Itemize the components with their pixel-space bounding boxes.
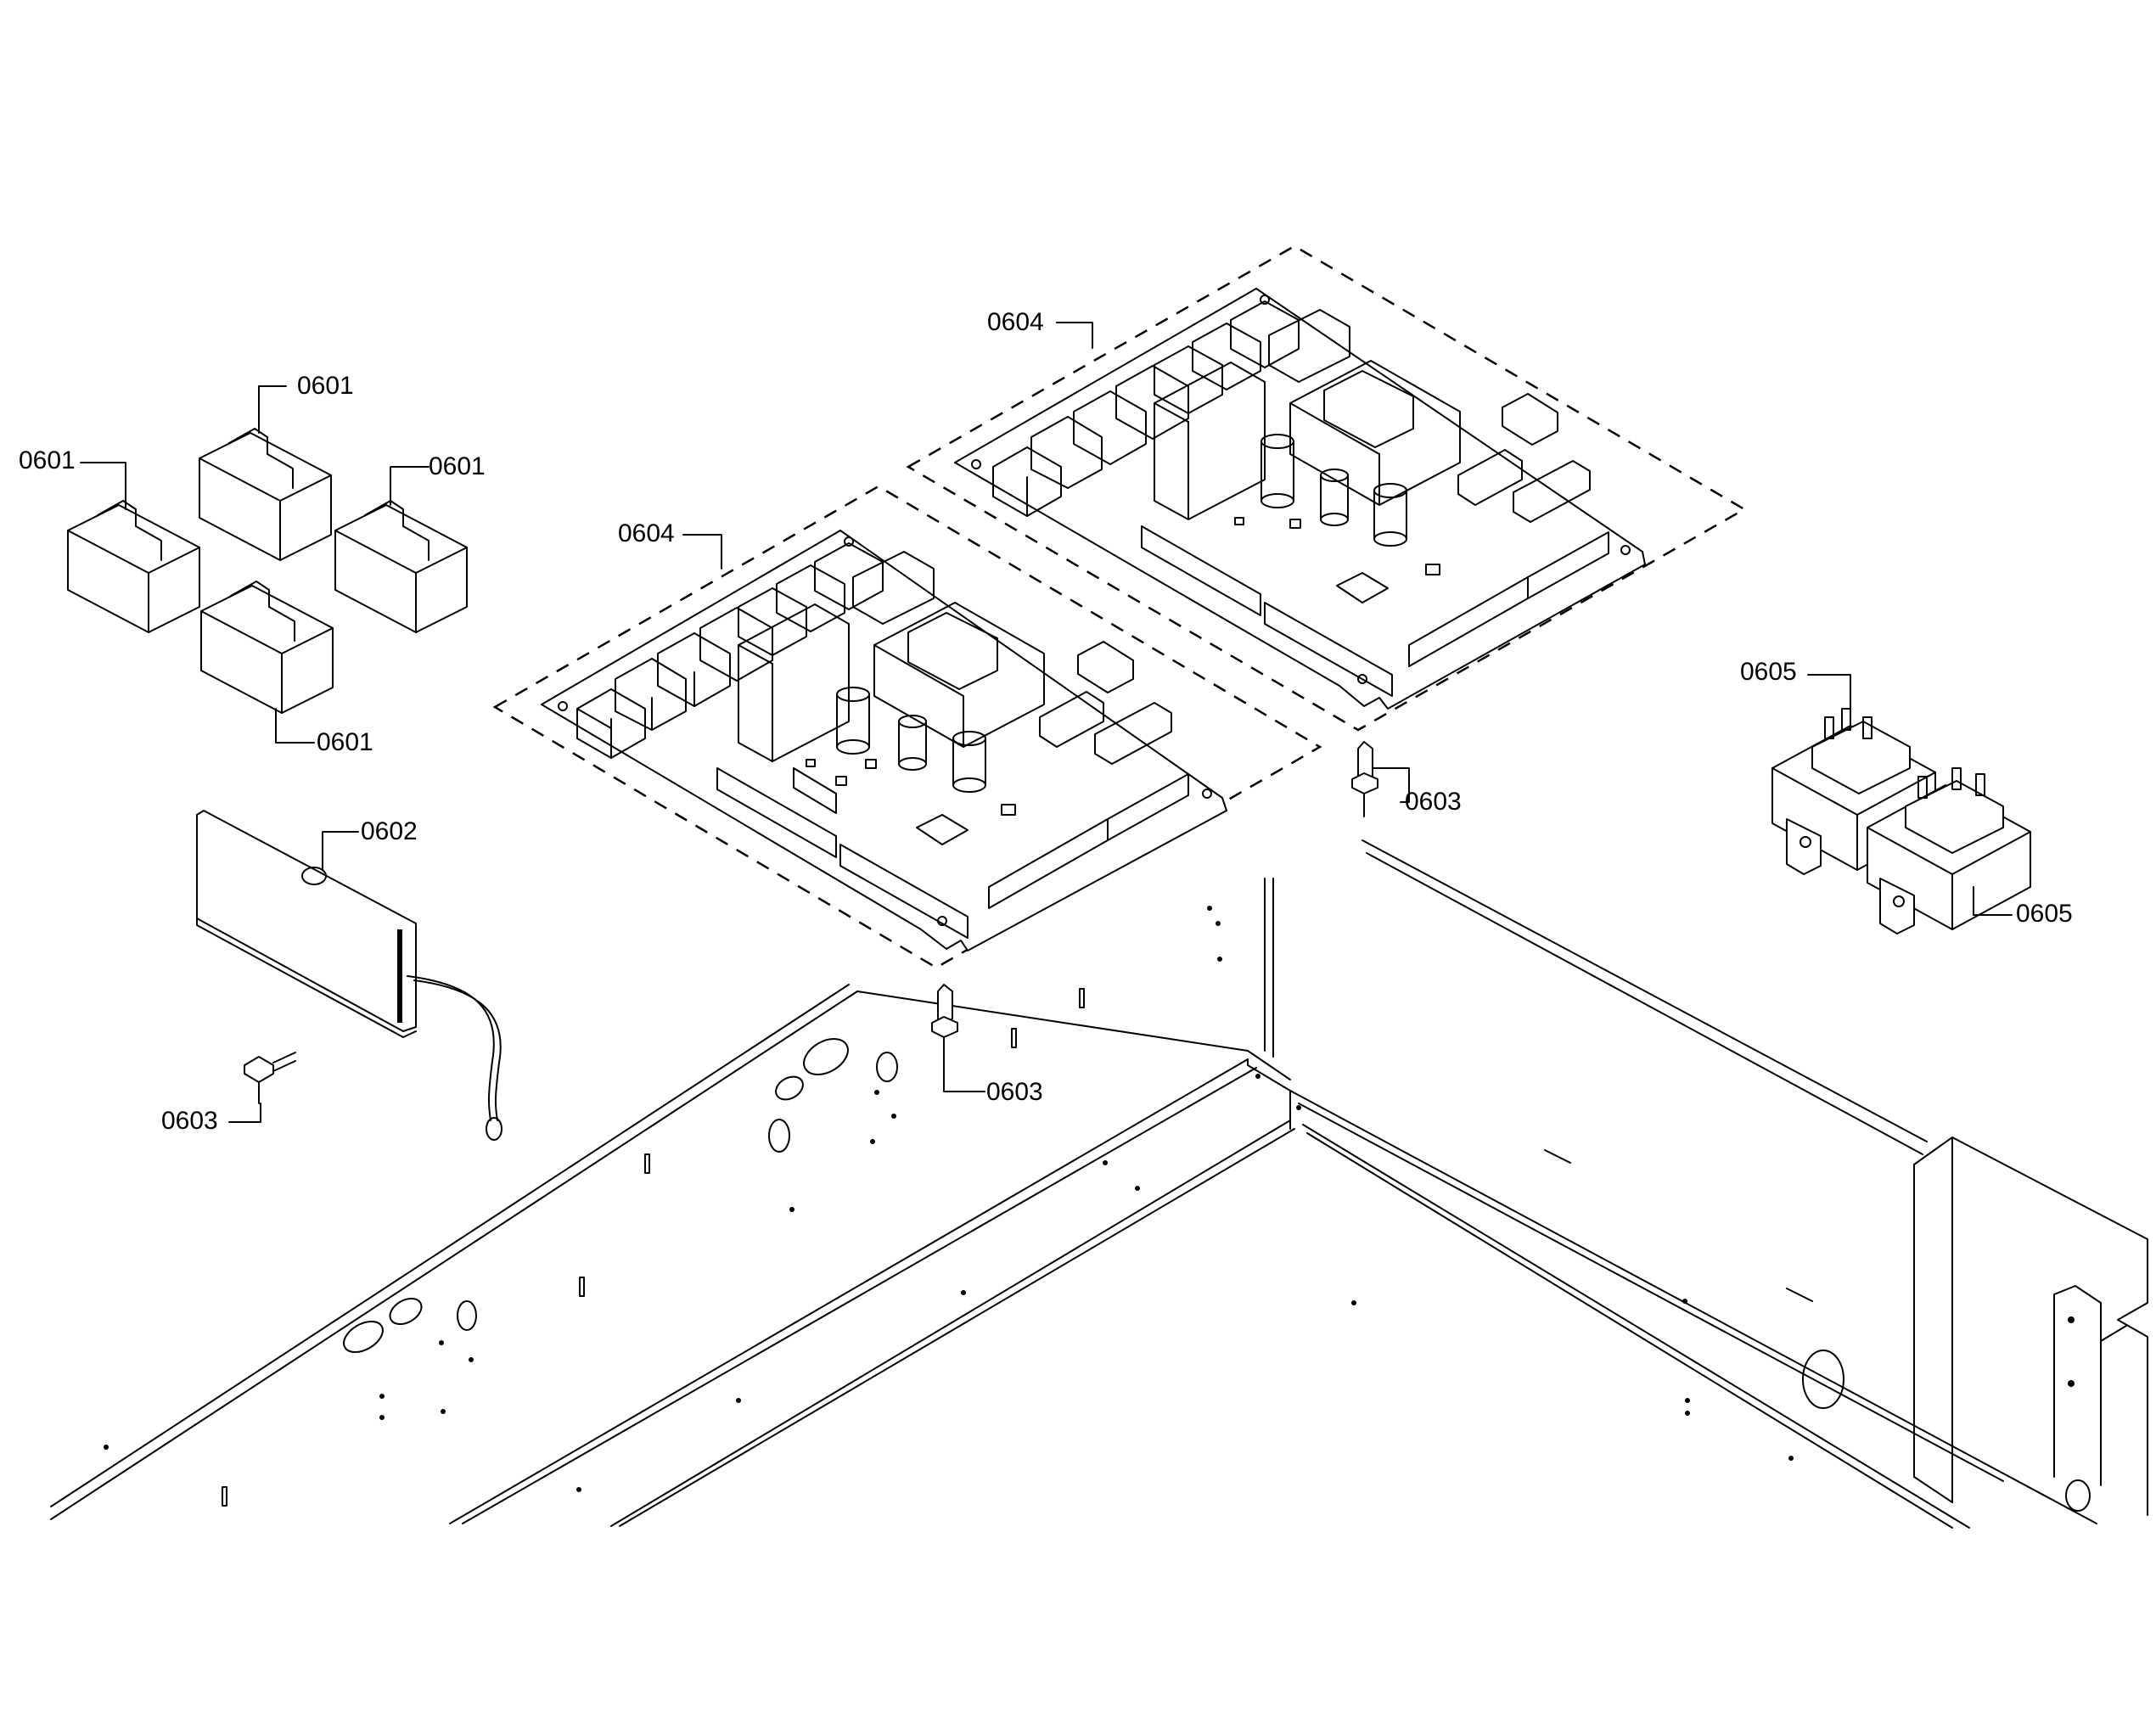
clip-top[interactable] <box>199 428 332 561</box>
fastener-right[interactable] <box>1351 741 1378 817</box>
label-0605-top: 0605 <box>1740 658 1797 686</box>
display-board[interactable] <box>196 810 503 1141</box>
label-0604-front: 0604 <box>618 519 675 547</box>
fastener-left[interactable] <box>244 1052 296 1104</box>
transformer-front[interactable] <box>1867 767 2031 934</box>
label-0604-back: 0604 <box>987 308 1044 336</box>
leader-lines <box>80 322 2013 1123</box>
label-0602: 0602 <box>361 817 418 845</box>
chassis-frame <box>50 839 2148 1529</box>
fastener-center[interactable] <box>931 984 958 1066</box>
label-0603-left: 0603 <box>161 1107 218 1135</box>
label-0601-top: 0601 <box>297 372 354 400</box>
control-board-back[interactable] <box>906 244 1747 732</box>
label-0603-center: 0603 <box>986 1078 1043 1106</box>
clip-left[interactable] <box>67 500 200 633</box>
clip-right[interactable] <box>334 500 468 633</box>
label-0605-bottom: 0605 <box>2016 900 2073 928</box>
label-0601-left: 0601 <box>19 446 76 474</box>
label-0603-right: 0603 <box>1405 788 1462 816</box>
label-0601-bottom: 0601 <box>317 728 373 756</box>
label-0601-right: 0601 <box>429 452 486 480</box>
clip-bottom[interactable] <box>200 581 334 714</box>
control-board-front[interactable] <box>492 485 1322 969</box>
